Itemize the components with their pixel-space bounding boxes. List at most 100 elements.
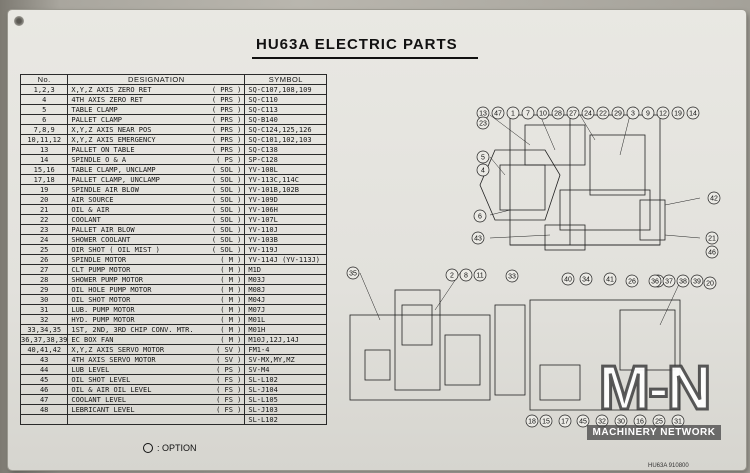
cell-symbol: M01H — [244, 324, 328, 335]
cell-symbol: SQ-C124,125,126 — [244, 124, 328, 135]
callout-circle — [566, 106, 580, 120]
designation-text: OIL SHOT LEVEL — [71, 375, 131, 384]
cell-no: 19 — [19, 184, 69, 195]
cell-symbol: M01L — [244, 314, 328, 325]
callout-number: 9 — [646, 111, 650, 118]
device-kind: ( PRS ) — [211, 135, 242, 144]
device-kind: ( PRS ) — [211, 105, 242, 114]
plate-title: HU63A ELECTRIC PARTS — [256, 36, 458, 53]
callout-number: 19 — [674, 111, 682, 118]
designation-text: LUB LEVEL — [71, 365, 110, 374]
cell-designation: SPINDLE O & A( PS ) — [67, 154, 246, 165]
callout-number: 18 — [528, 419, 536, 426]
callout-circle — [445, 268, 459, 282]
cell-symbol: SP-C128 — [244, 154, 328, 165]
front-side-outline — [444, 334, 481, 386]
cell-designation: OIL SHOT MOTOR ( M ) — [67, 294, 246, 305]
callout-circle — [611, 106, 625, 120]
cell-designation: PALLET CLAMP, UNCLAMP( SOL ) — [67, 174, 246, 185]
callout-circle — [506, 106, 520, 120]
machine-outlines — [349, 114, 681, 411]
cell-no: 17,18 — [19, 174, 69, 185]
cell-symbol: SQ-C110 — [244, 94, 328, 105]
callout-circle — [505, 269, 519, 283]
callout-number: 1 — [511, 111, 515, 118]
designation-text: OIL & AIR OIL LEVEL — [71, 385, 152, 394]
callout-number: 34 — [582, 277, 590, 284]
device-kind: ( M ) — [220, 335, 242, 344]
designation-text: COOLANT — [71, 215, 101, 224]
title-underline — [252, 57, 478, 59]
callout-circle — [662, 274, 676, 288]
cell-designation: OIL & AIR OIL LEVEL( FS ) — [67, 384, 246, 395]
cell-designation: OIL HOLE PUMP MOTOR( M ) — [67, 284, 246, 295]
callout-number: 31 — [674, 419, 682, 426]
cell-designation: OIL & AIR( SOL ) — [67, 204, 246, 215]
cell-symbol: M10J,12J,14J — [244, 334, 328, 345]
cell-designation: X,Y,Z AXIS NEAR POS( PRS ) — [67, 124, 246, 135]
callout-number: 11 — [476, 273, 483, 280]
cell-no: 5 — [19, 104, 69, 115]
column-outline — [524, 124, 586, 166]
cell-symbol: SL-L102 — [244, 414, 328, 425]
callout-circle — [648, 274, 662, 288]
designation-text: OIL SHOT MOTOR — [71, 295, 131, 304]
cell-symbol: SQ-C101,102,103 — [244, 134, 328, 145]
cell-no: 24 — [19, 234, 69, 245]
callout-number: 15 — [542, 419, 550, 426]
cell-designation: 4TH AXIS ZERO RET( PRS ) — [67, 94, 246, 105]
cell-symbol: SL-J103 — [244, 404, 328, 415]
cell-no: 29 — [19, 284, 69, 295]
designation-text: 1ST, 2ND, 3RD CHIP CONV. MTR. — [71, 325, 194, 334]
cell-designation: PALLET CLAMP( PRS ) — [67, 114, 246, 125]
callout-circle — [476, 116, 490, 130]
device-kind: ( PS ) — [216, 365, 242, 374]
ec-box-outline — [619, 309, 676, 371]
callout-circle — [539, 414, 553, 428]
callout-circle — [561, 272, 575, 286]
callout-circle — [676, 274, 690, 288]
callout-number: 10 — [539, 111, 547, 118]
cell-designation: HYD. PUMP MOTOR( M ) — [67, 314, 246, 325]
cell-designation: LUB LEVEL ( PS ) — [67, 364, 246, 375]
device-kind: ( M ) — [220, 295, 242, 304]
designation-text: PALLET AIR BLOW — [71, 225, 135, 234]
designation-text: TABLE CLAMP, UNCLAMP — [71, 165, 156, 174]
cell-designation: SPINDLE AIR BLOW( SOL ) — [67, 184, 246, 195]
device-kind: ( M ) — [220, 265, 242, 274]
callout-circle — [686, 106, 700, 120]
cell-designation: EC BOX FAN( M ) — [67, 334, 246, 345]
device-kind: ( PRS ) — [211, 95, 242, 104]
designation-text: OIL HOLE PUMP MOTOR — [71, 285, 152, 294]
cell-designation: COOLANT LEVEL( FS ) — [67, 394, 246, 405]
option-label: : OPTION — [157, 443, 197, 453]
cell-symbol: M07J — [244, 304, 328, 315]
callout-number: 7 — [526, 111, 530, 118]
watermark-logo: M-N MACHINERY NETWORK — [570, 353, 738, 465]
callout-circle — [625, 274, 639, 288]
cell-symbol: M1D — [244, 264, 328, 275]
callout-number: 33 — [508, 274, 516, 281]
device-kind: ( FS ) — [216, 395, 242, 404]
device-kind: ( M ) — [220, 275, 242, 284]
callout-circle — [671, 106, 685, 120]
callout-number: 37 — [665, 279, 673, 286]
cell-designation: PALLET AIR BLOW( SOL ) — [67, 224, 246, 235]
cell-designation: SHOWER PUMP MOTOR( M ) — [67, 274, 246, 285]
callout-circle — [473, 268, 487, 282]
coolant-tank-outline — [539, 364, 581, 401]
